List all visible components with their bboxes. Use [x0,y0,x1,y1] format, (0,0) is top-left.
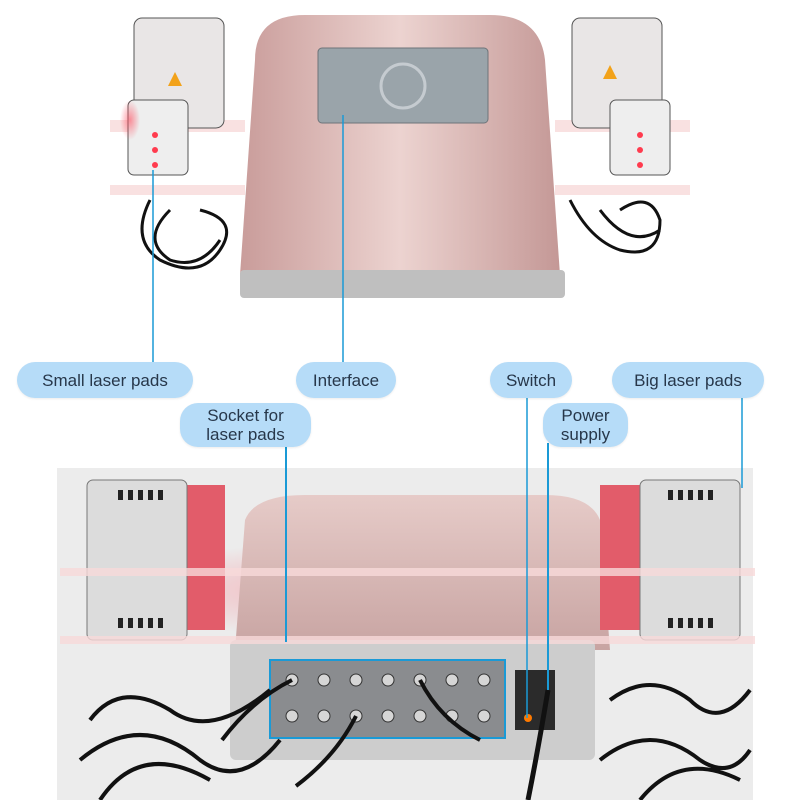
label-big-laser-pads: Big laser pads [612,362,764,398]
label-switch: Switch [490,362,572,398]
power-cable [525,689,551,800]
label-line: Power [561,406,610,425]
leader-lines [152,115,743,718]
label-socket-for-laser-pads: Socket for laser pads [180,403,311,447]
big-pads-right [571,17,671,176]
shelf-right-bottom [555,185,690,195]
socket-panel [269,659,506,739]
cables-right [568,199,662,254]
shelf-left-bottom [110,185,245,195]
small-pads-left [127,17,225,176]
bottom-device [57,468,755,800]
label-interface: Interface [296,362,396,398]
label-small-laser-pads: Small laser pads [17,362,193,398]
label-power-supply: Power supply [543,403,628,447]
cables-left [140,199,229,270]
interface-screen [317,47,489,124]
big-pads-left-photo [86,479,225,641]
switch-light [524,714,532,722]
device-base [240,270,565,298]
label-line: laser pads [206,425,285,444]
sockets [285,673,491,723]
big-pads-right-photo [600,479,741,641]
top-device [110,15,690,298]
label-line: supply [560,425,611,444]
label-line: Socket for [207,406,284,425]
cables-photo [78,678,752,800]
